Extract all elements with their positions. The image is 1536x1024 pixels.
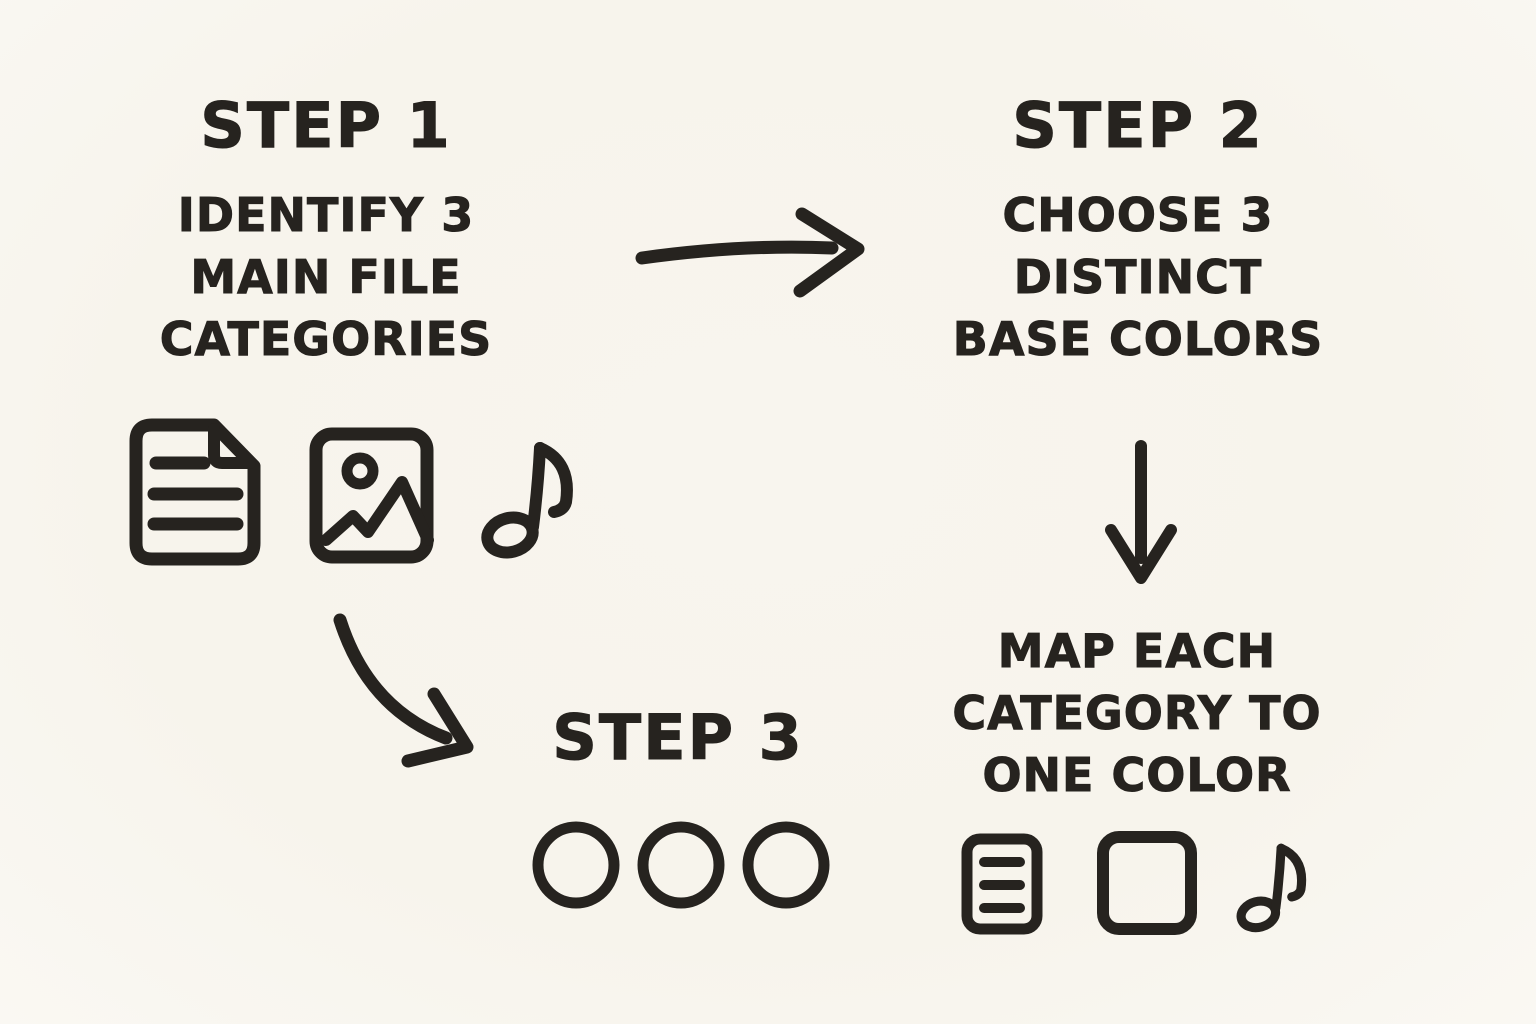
step1-subtitle-line3: CATEGORIES xyxy=(159,312,493,367)
music-note-icon xyxy=(478,432,578,562)
orange-square-icon xyxy=(1096,830,1198,936)
orange-square-fill xyxy=(1097,831,1197,935)
step1-title: STEP 1 xyxy=(200,89,452,162)
step1-subtitle-line1: IDENTIFY 3 xyxy=(177,188,475,243)
blue-circle xyxy=(532,821,620,909)
music-note-icon xyxy=(1234,836,1310,935)
orange-circle xyxy=(637,821,725,909)
mapping-line3: ONE COLOR xyxy=(982,748,1292,803)
document-icon xyxy=(960,832,1044,936)
step2-subtitle-line3: BASE COLORS xyxy=(952,312,1324,367)
color-swatches xyxy=(524,816,836,916)
document-icon xyxy=(123,417,265,567)
mapping-text: MAP EACH CATEGORY TO ONE COLOR xyxy=(897,620,1377,806)
right-arrow xyxy=(632,198,882,310)
mapping-line1: MAP EACH xyxy=(997,624,1277,679)
down-arrow xyxy=(1098,436,1186,586)
step1-subtitle-line2: MAIN FILE xyxy=(190,250,462,305)
step2-subtitle-line2: DISTINCT xyxy=(1013,250,1263,305)
mapping-line2: CATEGORY TO xyxy=(952,686,1322,741)
image-icon xyxy=(308,426,435,565)
green-circle xyxy=(742,821,830,909)
step2-subtitle: CHOOSE 3 DISTINCT BASE COLORS xyxy=(898,184,1378,370)
step1-subtitle: IDENTIFY 3 MAIN FILE CATEGORIES xyxy=(86,184,566,370)
curved-arrow xyxy=(318,608,493,778)
step2-subtitle-line1: CHOOSE 3 xyxy=(1002,188,1274,243)
step2-title: STEP 2 xyxy=(1012,89,1264,162)
step3-title: STEP 3 xyxy=(552,701,804,774)
